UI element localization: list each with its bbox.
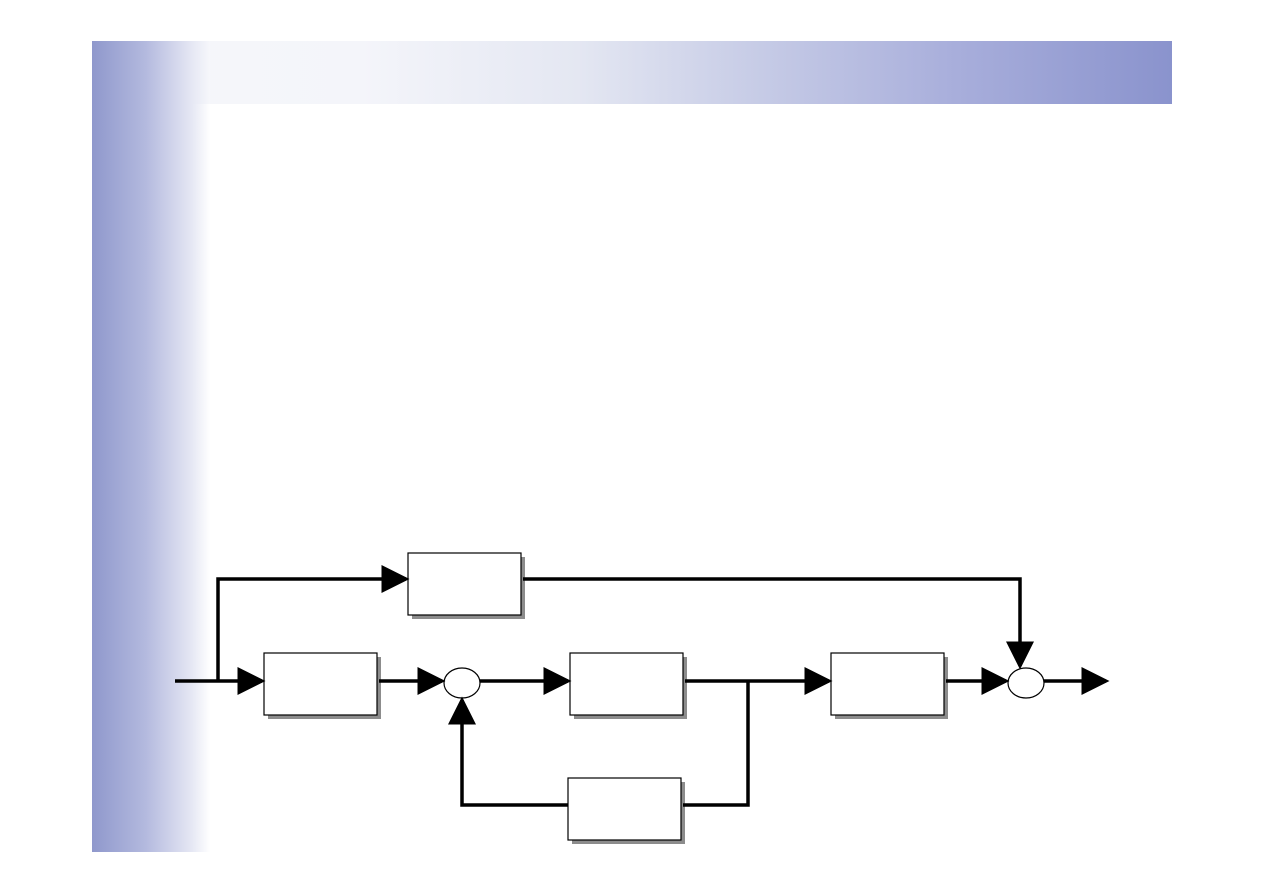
summing-junction-outer bbox=[1007, 667, 1045, 699]
top-gradient-band bbox=[92, 41, 1172, 104]
top-band-corner bbox=[92, 41, 210, 104]
left-gradient-band bbox=[92, 41, 210, 852]
arrow-feedback-to-junction bbox=[448, 696, 568, 807]
feedback-tap-line bbox=[683, 681, 750, 807]
prefilter-block bbox=[263, 652, 381, 719]
plant-block bbox=[569, 652, 687, 719]
feedback-block bbox=[567, 777, 685, 844]
output-block bbox=[830, 652, 948, 719]
arrow-to-feedforward bbox=[216, 565, 410, 681]
arrow-feedforward-to-outer-junction bbox=[523, 577, 1034, 670]
feedforward-block bbox=[407, 552, 525, 619]
summing-junction-inner bbox=[443, 667, 481, 699]
